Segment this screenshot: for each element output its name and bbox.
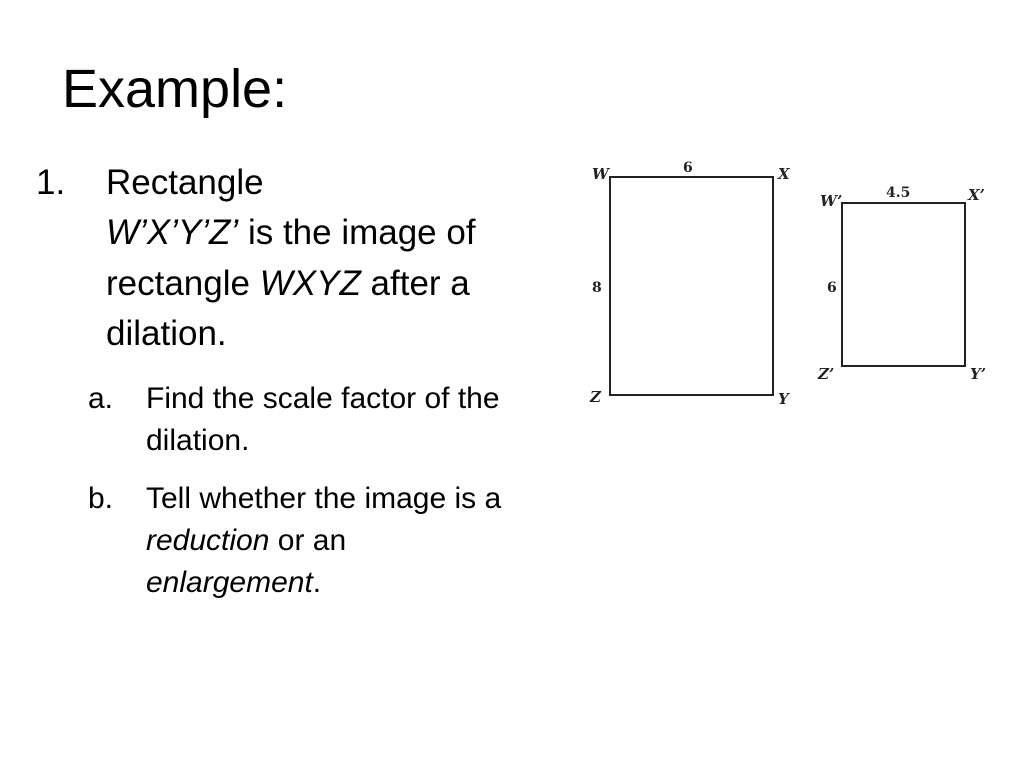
vertex-x: X [777,165,791,183]
problem-text-1: Rectangle [106,163,264,202]
sub-question-b-text-3: . [312,565,322,599]
height-label-image: 6 [827,280,837,296]
height-label-original: 8 [592,280,602,296]
rectangle-image [841,202,966,367]
problem-text-3: after a dilation. [106,263,470,354]
rectangles-diagram: W X Y Z 6 8 W’ X’ Y’ Z’ 4.5 6 [589,160,986,408]
problem-text-2: is the image of rectangle [106,213,476,303]
sub-question-b-text-2: or an [269,523,347,557]
vertex-w: W [592,165,611,183]
term-enlargement: enlargement [146,565,313,599]
original-rectangle-name: WXYZ [259,263,361,303]
problem-number: 1. [36,163,66,202]
term-reduction: reduction [146,523,270,557]
sub-question-text: Tell whether the image is a reduction or… [146,478,516,604]
width-label-image: 4.5 [886,185,910,201]
image-rectangle-name: W’X’Y’Z’ [106,213,239,253]
width-label-original: 6 [683,160,693,176]
slide-title: Example: [62,59,288,119]
vertex-y: Y [778,390,790,408]
rectangle-wxyz [609,176,774,396]
vertex-y-prime: Y’ [970,365,986,383]
dilation-figure: W X Y Z 6 8 W’ X’ Y’ Z’ 4.5 6 [580,152,1000,422]
sub-question-a: a. Find the scale factor of the dilation… [88,378,516,462]
vertex-w-prime: W’ [820,192,842,210]
sub-question-b: b. Tell whether the image is a reduction… [88,478,516,604]
vertex-x-prime: X’ [967,186,985,204]
sub-question-list: a. Find the scale factor of the dilation… [88,378,516,604]
sub-question-letter: b. [88,481,114,515]
sub-question-letter: a. [88,381,114,415]
sub-question-b-text-1: Tell whether the image is a [146,481,502,515]
vertex-z: Z [589,388,602,406]
sub-question-text: Find the scale factor of the dilation. [146,381,500,457]
vertex-z-prime: Z’ [817,365,834,383]
